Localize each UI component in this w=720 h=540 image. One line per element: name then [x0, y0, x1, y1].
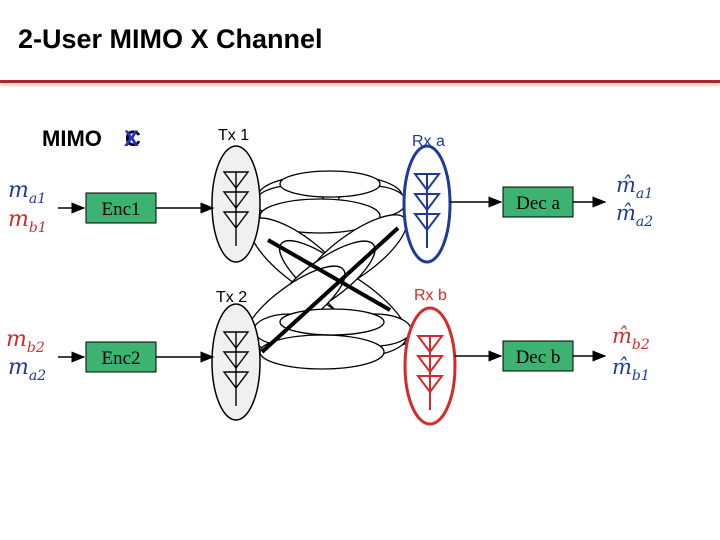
est-b1: m̂b1 [612, 355, 650, 384]
tx1-label: Tx 1 [218, 127, 249, 144]
tx2-label: Tx 2 [216, 289, 247, 306]
scattering-clouds [244, 170, 412, 370]
enc1-input-messages: ma1 mb1 [8, 178, 47, 236]
rxa-antenna-array [402, 144, 452, 264]
enc2-label: Enc2 [101, 348, 140, 369]
cross-link-1 [267, 238, 391, 312]
deca-output-messages: m̂a1 m̂a2 [616, 173, 653, 230]
decoder-b: Dec b [502, 340, 574, 372]
title-underline [0, 80, 720, 83]
mimo-xc-label: MIMO C X [42, 126, 141, 151]
msg-b2: mb2 [6, 327, 45, 356]
mimo-x-char: X [124, 126, 139, 151]
est-a1: m̂a1 [616, 173, 653, 202]
est-a2: m̂a2 [616, 201, 653, 230]
est-b2: m̂b2 [612, 324, 650, 353]
enc2-input-messages: mb2 ma2 [6, 327, 46, 384]
tx1-antenna-array [211, 145, 261, 263]
deca-label: Dec a [516, 193, 560, 214]
msg-a2: ma2 [8, 355, 46, 384]
cloud-top [255, 170, 407, 234]
cross-link-2 [260, 226, 400, 354]
signal-arrows [58, 196, 607, 363]
decb-label: Dec b [516, 347, 561, 368]
msg-a1: ma1 [8, 178, 46, 207]
encoder-1: Enc1 [85, 192, 157, 224]
decb-output-messages: m̂b2 m̂b1 [612, 324, 650, 384]
decoder-a: Dec a [502, 186, 574, 218]
mimo-c-char: C [125, 126, 141, 151]
msg-b1: mb1 [8, 207, 47, 236]
rxa-label: Rx a [412, 133, 445, 150]
page-title: 2-User MIMO X Channel [18, 24, 323, 54]
encoder-2: Enc2 [85, 341, 157, 373]
tx2-antenna-array [211, 303, 261, 421]
rxb-label: Rx b [414, 287, 447, 304]
cloud-bottom [253, 308, 412, 370]
rxb-antenna-array [403, 306, 457, 426]
enc1-label: Enc1 [101, 199, 140, 220]
mimo-prefix: MIMO [42, 126, 102, 151]
